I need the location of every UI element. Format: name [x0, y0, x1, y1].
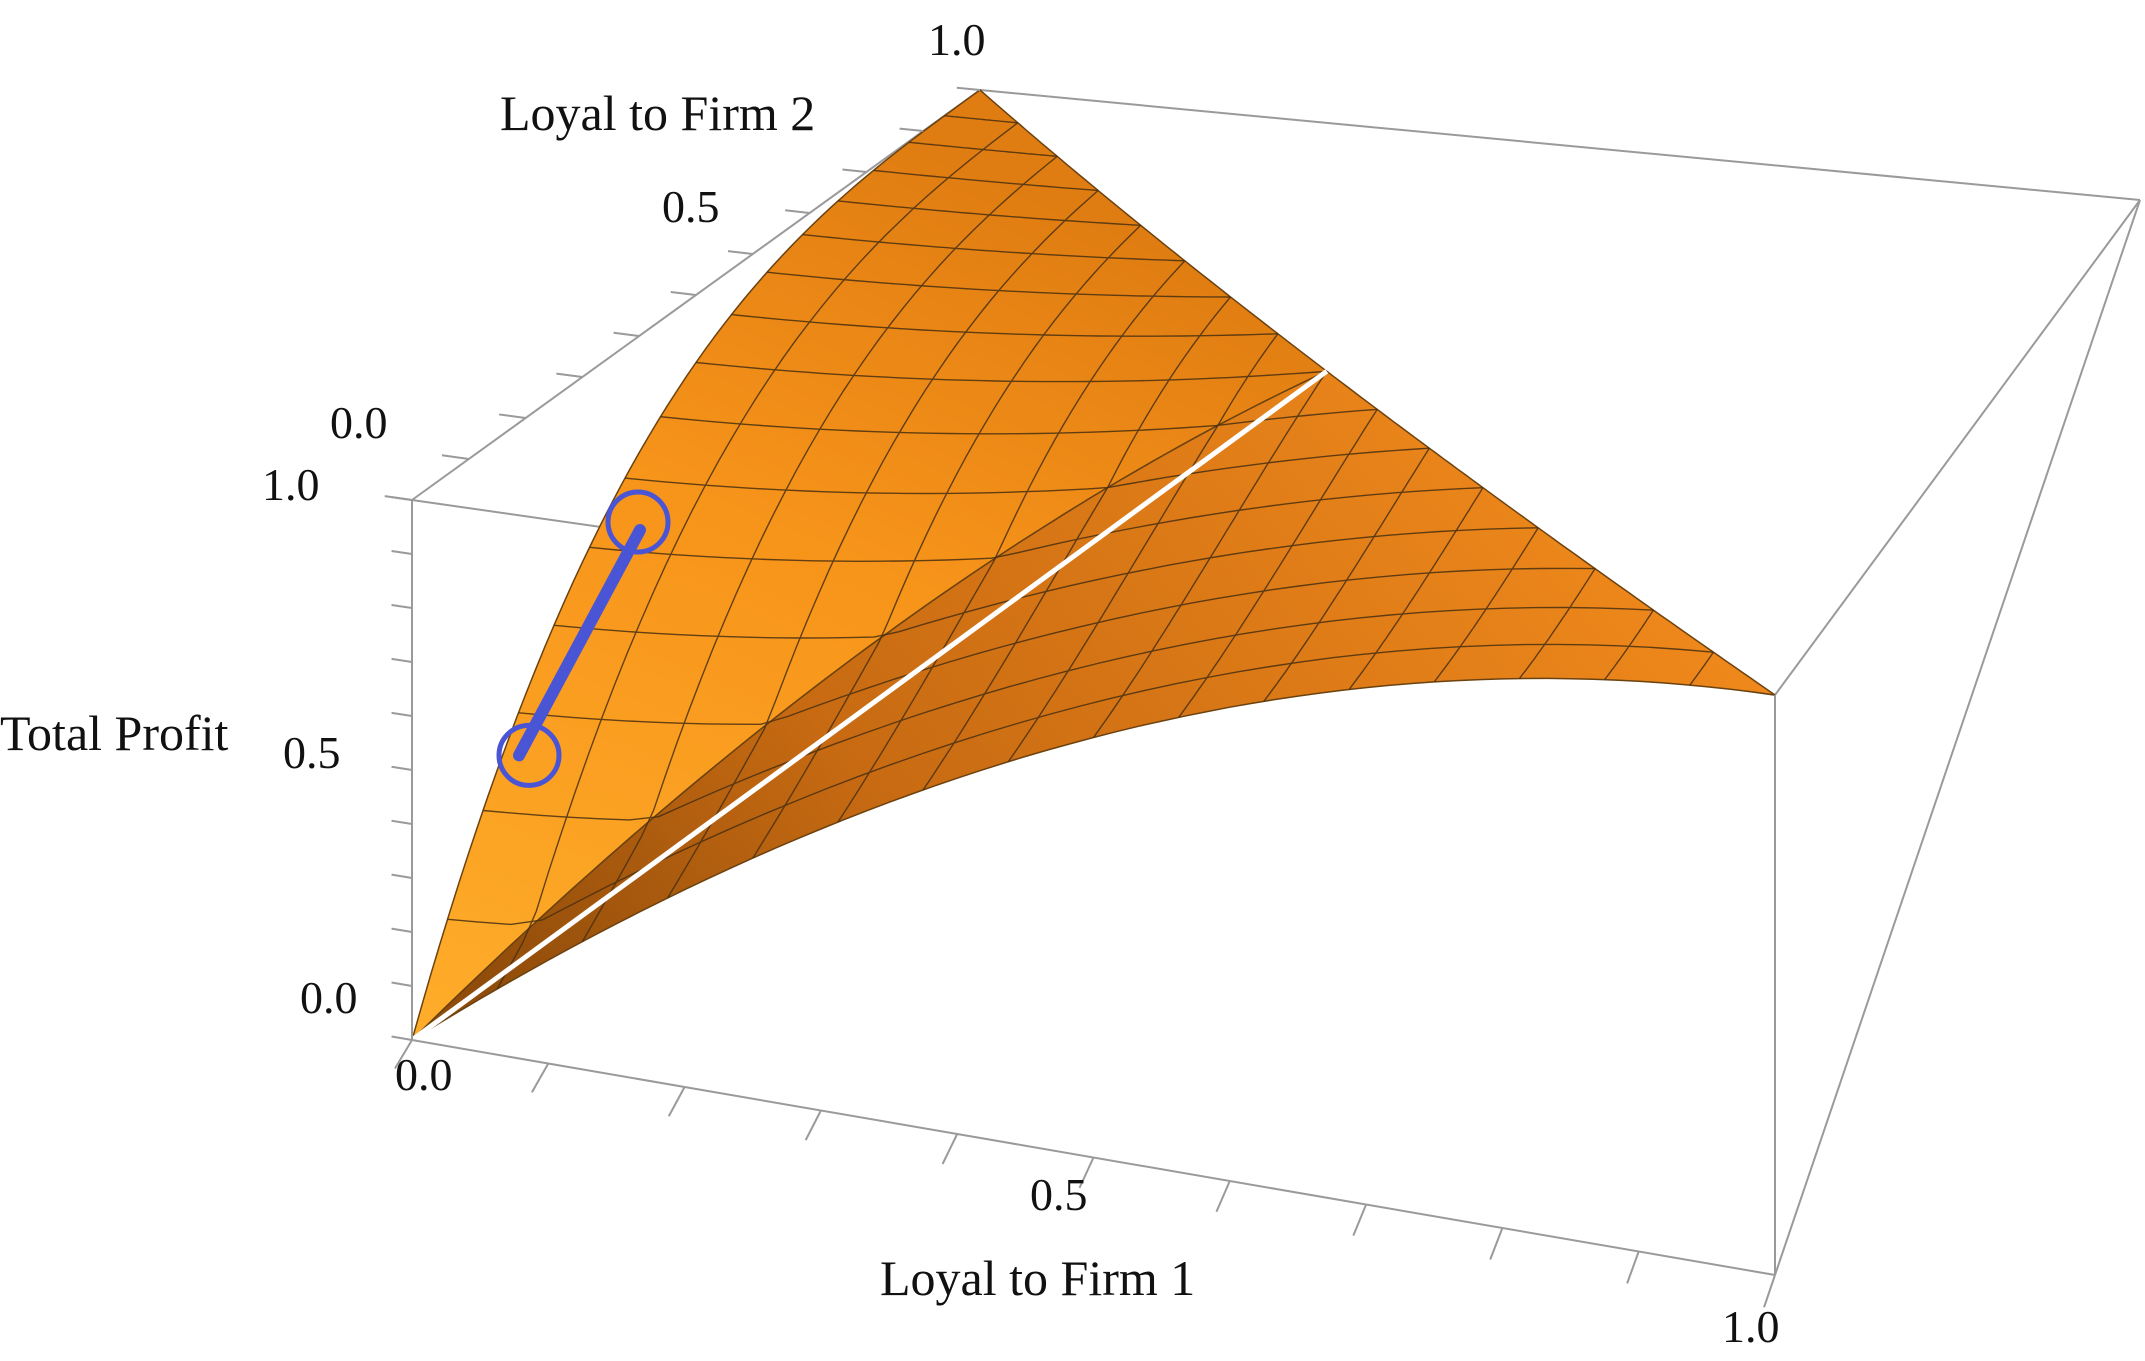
x-axis-title: Loyal to Firm 1: [880, 1250, 1195, 1306]
x-tick-mark: [1078, 1157, 1095, 1189]
x-tick-mark: [1763, 1274, 1776, 1308]
y-tick-mark: [441, 454, 469, 460]
mesh-line: [1518, 568, 1596, 680]
x-tick-mark: [1352, 1204, 1368, 1237]
mesh-line: [1689, 651, 1714, 686]
x-tick-label-1: 0.5: [1030, 1169, 1088, 1220]
y-tick-mark: [899, 127, 924, 132]
y-tick-mark: [613, 331, 640, 337]
mesh-line: [695, 361, 1327, 383]
z-tick-mark: [391, 603, 413, 609]
mesh-line: [1433, 527, 1539, 683]
mesh-line: [837, 200, 1141, 226]
highlight-segment: [496, 489, 671, 788]
mesh-line: [1007, 333, 1279, 763]
mesh-line: [1178, 409, 1378, 718]
y-tick-mark: [842, 168, 867, 173]
x-tick-mark: [1489, 1227, 1504, 1260]
z-tick-label-0: 0.0: [300, 972, 358, 1023]
y-axis-title: Loyal to Firm 2: [500, 85, 815, 141]
mesh-line: [802, 233, 1185, 262]
mesh-line: [666, 189, 1099, 899]
mesh-line: [731, 313, 1278, 337]
mesh-line: [873, 169, 1099, 192]
z-tick-mark: [391, 765, 413, 771]
z-tick-mark: [391, 1035, 413, 1041]
mesh-line: [922, 296, 1232, 791]
y-tick-mark: [556, 372, 583, 378]
x-tick-mark: [1215, 1180, 1231, 1213]
y-tick-mark: [956, 86, 981, 91]
x-tick-mark: [941, 1133, 959, 1165]
surface-mesh: [447, 115, 1714, 990]
mesh-line: [589, 487, 1483, 563]
x-tick-mark: [667, 1086, 686, 1117]
z-tick-label-2: 1.0: [262, 459, 320, 510]
y-tick-mark: [499, 413, 526, 419]
x-tick-label-0: 0.0: [395, 1049, 453, 1100]
mesh-line: [1604, 609, 1654, 681]
mesh-line: [1263, 447, 1430, 702]
x-tick-mark: [804, 1110, 822, 1141]
mesh-line: [496, 122, 1019, 990]
surface-crease: [410, 369, 1329, 1043]
box-edge-bottom-right: [1774, 199, 2141, 1276]
z-tick-mark: [391, 873, 413, 879]
mesh-line: [518, 567, 1596, 726]
box-edge-back-top: [979, 89, 2141, 201]
y-tick-mark: [727, 250, 753, 255]
z-tick-mark: [391, 981, 413, 987]
z-tick-mark: [391, 927, 413, 933]
mesh-line: [944, 115, 1018, 124]
mesh-line: [766, 271, 1231, 298]
mesh-line: [908, 141, 1058, 157]
z-tick-mark: [391, 819, 413, 825]
z-tick-mark: [391, 550, 413, 555]
x-tick-mark: [530, 1063, 550, 1093]
mesh-line: [837, 260, 1186, 823]
highlight-line: [513, 524, 646, 762]
x-tick-label-2: 1.0: [1722, 1301, 1780, 1352]
mesh-line: [1092, 370, 1328, 738]
y-tick-label-0: 0.0: [330, 397, 388, 448]
z-tick-label-1: 0.5: [283, 727, 341, 778]
z-tick-mark: [391, 711, 413, 717]
x-tick-mark: [394, 1039, 413, 1070]
z-axis-title: Total Profit: [0, 705, 229, 761]
y-tick-label-2: 1.0: [928, 14, 986, 65]
axis-ticks: [384, 86, 1776, 1308]
x-tick-mark: [1626, 1251, 1640, 1284]
box-edge-right-top: [1774, 199, 2141, 696]
z-tick-mark: [391, 496, 413, 501]
highlight-point-0: [605, 489, 671, 555]
highlight-point-1: [496, 722, 562, 788]
surface: [410, 89, 1776, 1043]
mesh-line: [624, 447, 1430, 495]
z-tick-mark: [391, 657, 413, 663]
y-tick-mark: [785, 209, 810, 214]
mesh-line: [1348, 487, 1484, 690]
y-tick-label-1: 0.5: [662, 181, 720, 232]
y-tick-mark: [670, 290, 697, 296]
